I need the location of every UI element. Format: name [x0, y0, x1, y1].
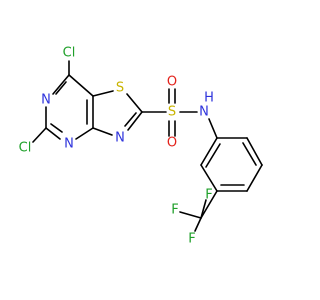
- bond-n-c3a: [75, 127, 94, 140]
- atom-n-pyrimidine-upper: N: [41, 93, 51, 108]
- bond-c2-n: [127, 111, 143, 131]
- atom-o-upper: O: [167, 75, 177, 90]
- bond-c7a-s: [92, 90, 114, 97]
- bond-c5-n-inner: [50, 123, 63, 133]
- molecule-structure: Cl Cl N N S N S O O H N F F F: [19, 46, 263, 247]
- bond-c2-c3: [200, 164, 218, 192]
- bond-c5-c6-inner: [242, 142, 257, 166]
- bond-n-c3a-thz: [92, 127, 113, 136]
- bond-c1-c2-inner: [205, 143, 221, 168]
- bond-s-c2: [126, 93, 143, 113]
- atom-f-left: F: [171, 203, 178, 218]
- atom-s-thiazole: S: [116, 81, 124, 96]
- bond-c4-c5: [246, 164, 263, 192]
- atom-f-top: F: [205, 188, 212, 203]
- atom-cl-top: Cl: [63, 46, 76, 61]
- bond-layer: [32, 60, 263, 232]
- atom-s-sulfonyl: S: [168, 105, 176, 120]
- bond-c1-c2: [200, 137, 218, 166]
- bond-c5-cl: [32, 127, 47, 143]
- bond-n-c1: [208, 118, 218, 139]
- bond-c7-n-inner: [55, 81, 67, 95]
- bond-c5-c6: [246, 137, 263, 166]
- bond-cf3-f-top: [200, 199, 207, 219]
- bond-c7a-c7: [68, 74, 94, 97]
- bond-c5-n: [45, 127, 61, 140]
- atom-o-lower: O: [167, 136, 177, 151]
- bond-c2-n-inner: [124, 112, 137, 127]
- bond-cf3-f-left: [179, 211, 202, 219]
- atom-cl-left: Cl: [19, 141, 32, 156]
- bond-c7-n: [52, 74, 70, 95]
- bond-cf3-f-bottom: [194, 217, 202, 232]
- atom-n-pyrimidine-lower: N: [64, 137, 74, 152]
- atom-label-layer: Cl Cl N N S N S O O H N F F F: [19, 46, 214, 247]
- atom-n-thiazole: N: [115, 131, 125, 146]
- atom-f-bottom: F: [188, 232, 195, 247]
- atom-n-amide: N: [199, 105, 209, 120]
- atom-h-amide: H: [204, 91, 214, 106]
- bond-c3-cf3: [200, 190, 218, 219]
